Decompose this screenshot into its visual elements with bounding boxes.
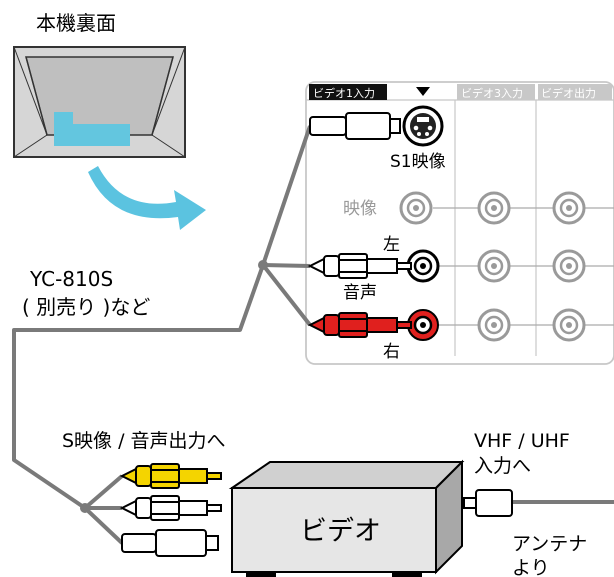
antenna-label-line1: アンテナ <box>512 533 587 555</box>
white-rca-plug-lower <box>119 495 222 521</box>
antenna-plug <box>463 489 513 517</box>
vcr-unit: ビデオ <box>228 459 465 577</box>
label-right: 右 <box>383 342 400 362</box>
tv-back-label: 本機裏面 <box>36 11 116 35</box>
yellow-rca-plug <box>119 463 222 489</box>
video1-video-jack <box>399 191 433 225</box>
tv-back-illustration <box>13 46 186 158</box>
header-video3-in: ビデオ3入力 <box>461 86 523 100</box>
video3-audio-right-jack <box>477 308 511 342</box>
output-label: S映像 / 音声出力へ <box>62 430 226 452</box>
videoout-audio-left-jack <box>552 249 586 283</box>
terminal-panel: ビデオ1入力 ビデオ3入力 ビデオ出力 S1映像 映像 <box>305 81 614 365</box>
vhf-input-label: 入力へ <box>474 455 531 477</box>
label-s1-video: S1映像 <box>390 152 446 172</box>
vhf-uhf-label: VHF / UHF <box>474 430 570 452</box>
cable-model-label: YC-810S <box>29 267 113 291</box>
video3-video-jack <box>477 191 511 225</box>
videoout-video-jack <box>552 191 586 225</box>
label-left: 左 <box>383 235 400 255</box>
cable-note-label: ( 別売り )など <box>22 295 150 319</box>
tv-terminal-highlight <box>54 112 130 146</box>
videoout-audio-right-jack <box>552 308 586 342</box>
video3-audio-left-jack <box>477 249 511 283</box>
pointer-arrow <box>88 166 206 230</box>
vcr-label: ビデオ <box>300 516 381 547</box>
white-rca-plug <box>307 253 412 279</box>
s-video-plug <box>309 112 401 140</box>
video1-audio-left-jack <box>406 249 440 283</box>
cable-lines <box>12 125 614 545</box>
cable-junction-lower <box>80 503 90 513</box>
s-video-jack <box>402 105 444 147</box>
s-video-plug-lower <box>121 529 219 557</box>
triangle-marker-icon <box>416 87 430 96</box>
label-audio: 音声 <box>343 283 377 303</box>
header-video1-in: ビデオ1入力 <box>313 86 375 100</box>
header-video-out: ビデオ出力 <box>541 86 596 100</box>
label-video: 映像 <box>343 199 377 219</box>
cable-junction-upper <box>258 260 268 270</box>
video1-audio-right-jack <box>407 309 439 341</box>
red-rca-plug <box>307 312 412 338</box>
antenna-label-line2: より <box>512 557 550 577</box>
